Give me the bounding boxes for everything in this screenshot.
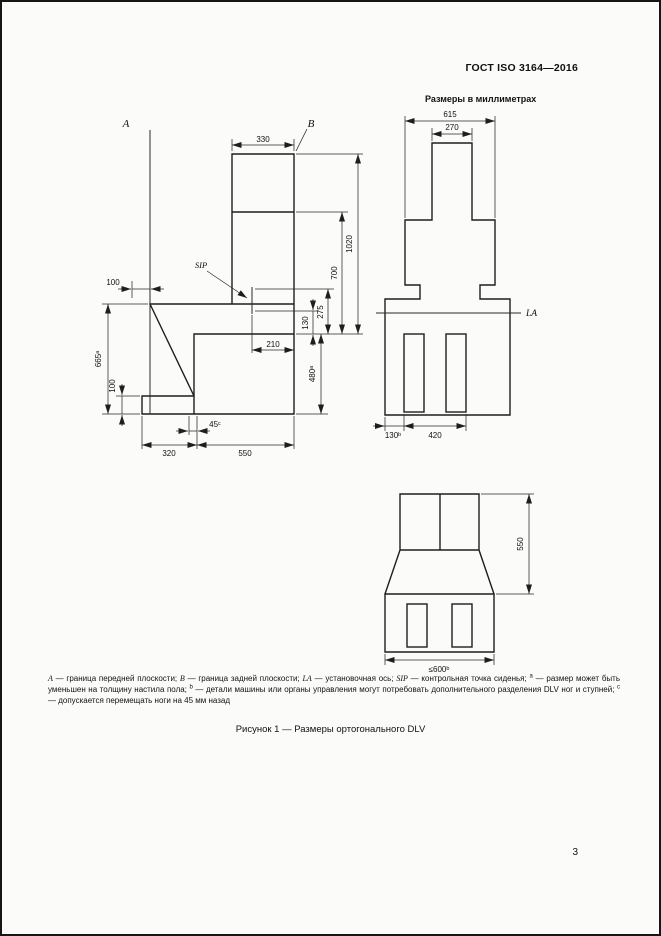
footnote-seg-11: — детали машины или органы управления мо…	[192, 684, 617, 694]
side-dim-45: 45ᶜ	[209, 420, 221, 429]
sip-leader	[206, 270, 248, 299]
footnote-seg-2: B	[179, 674, 185, 683]
side-dim-1020: 1020	[345, 235, 354, 253]
side-dim-320: 320	[162, 449, 176, 458]
figure-caption: Рисунок 1 — Размеры ортогонального DLV	[235, 724, 426, 735]
plan-view: 550 ≤600ᵇ	[384, 493, 534, 674]
footnote-seg-12: c	[617, 684, 620, 691]
plan-right-foot	[451, 603, 473, 648]
label-plane-A: A	[122, 118, 130, 130]
footnote-seg-13: — допускается перемещать ноги на 45 мм н…	[48, 695, 231, 705]
front-view: 615 270 LA 130ᵇ 420	[373, 110, 537, 440]
plan-dim-600: ≤600ᵇ	[429, 665, 450, 674]
footnote-seg-5: — установочная ось;	[311, 674, 397, 683]
front-dim-270: 270	[445, 123, 459, 132]
side-dim-100-foot: 100	[108, 379, 117, 393]
footnote-seg-1: — граница передней плоскости;	[52, 674, 180, 683]
label-plane-B: B	[308, 118, 315, 130]
side-view-outline	[141, 153, 295, 415]
rear-plane-leader	[295, 128, 308, 152]
front-right-leg	[445, 333, 467, 413]
footnote-seg-10: b	[189, 684, 193, 691]
footnote-seg-3: — граница задней плоскости;	[184, 674, 303, 683]
label-sip: SIP	[195, 260, 207, 270]
side-dim-665: 665ᵃ	[94, 350, 103, 367]
front-dim-420: 420	[428, 431, 442, 440]
footnote-seg-7: — контрольная точка сиденья;	[407, 674, 530, 683]
footnote-seg-0: A	[48, 674, 53, 683]
side-dim-275: 275	[316, 305, 325, 319]
footnote-seg-4: LA	[302, 674, 312, 683]
side-dim-330: 330	[256, 135, 270, 144]
side-view: A B SIP 330 1020 700 275 130 210 100 665…	[94, 118, 363, 458]
side-dim-210: 210	[266, 340, 280, 349]
side-dim-100-front: 100	[106, 278, 120, 287]
figure1-drawing: A B SIP 330 1020 700 275 130 210 100 665…	[94, 110, 537, 674]
side-dim-480: 480ᵃ	[308, 365, 317, 382]
figure-footnote: A — граница передней плоскости; B — гран…	[48, 673, 621, 707]
plan-left-foot	[406, 603, 428, 648]
side-dim-550: 550	[238, 449, 252, 458]
front-left-leg	[403, 333, 425, 413]
front-dim-615: 615	[443, 110, 457, 119]
label-la-axis: LA	[525, 309, 537, 319]
document-header: ГОСТ ISO 3164—2016	[465, 62, 578, 74]
front-dim-130b: 130ᵇ	[385, 431, 401, 440]
front-view-outline	[384, 142, 511, 416]
footnote-seg-6: SIP	[396, 674, 408, 683]
side-dim-130: 130	[301, 316, 310, 330]
plan-view-outline	[384, 493, 495, 653]
footnote-seg-8: a	[529, 673, 533, 680]
plan-dim-550: 550	[516, 537, 525, 551]
front-extension-lines	[384, 116, 496, 431]
footnote-seg-9: — размер может быть уменьшен на толщину …	[48, 674, 621, 694]
units-note: Размеры в миллиметрах	[425, 94, 537, 104]
page-number: 3	[572, 847, 578, 858]
side-dim-700: 700	[330, 266, 339, 280]
plan-extension-lines	[384, 493, 534, 665]
